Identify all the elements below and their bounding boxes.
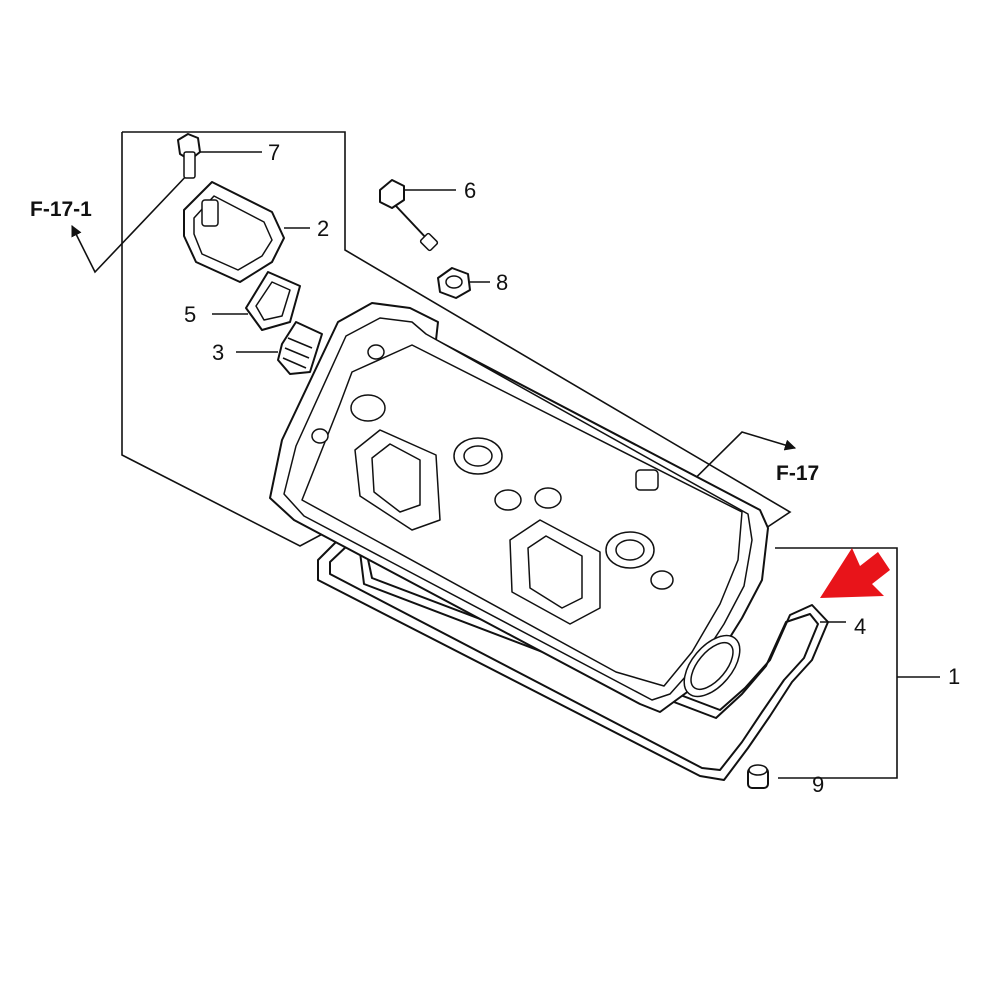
callout-2: 2 xyxy=(317,216,329,241)
callout-5: 5 xyxy=(184,302,196,327)
callout-1: 1 xyxy=(948,664,960,689)
ref-label-right: F-17 xyxy=(776,462,819,485)
part-6-special-bolt xyxy=(379,179,456,252)
callout-7: 7 xyxy=(268,140,280,165)
ref-label-upper: F-17-1 xyxy=(30,198,92,221)
part-5-reed-valve xyxy=(212,271,301,331)
part-2-housing xyxy=(183,181,310,283)
part-3-stopper xyxy=(236,321,323,375)
part-8-grommet xyxy=(437,267,490,299)
callout-8: 8 xyxy=(496,270,508,295)
part-9-dowel xyxy=(747,764,769,789)
callout-6: 6 xyxy=(464,178,476,203)
callout-3: 3 xyxy=(212,340,224,365)
highlight-arrow xyxy=(820,548,890,598)
part-7-bolt xyxy=(177,133,262,179)
callout-4: 4 xyxy=(854,614,866,639)
part-1-bracket xyxy=(775,547,940,779)
ref-arrow-upper xyxy=(71,171,191,274)
cylinder-head-cover xyxy=(269,302,769,713)
cover-gasket xyxy=(317,532,829,781)
callout-9: 9 xyxy=(812,772,824,797)
